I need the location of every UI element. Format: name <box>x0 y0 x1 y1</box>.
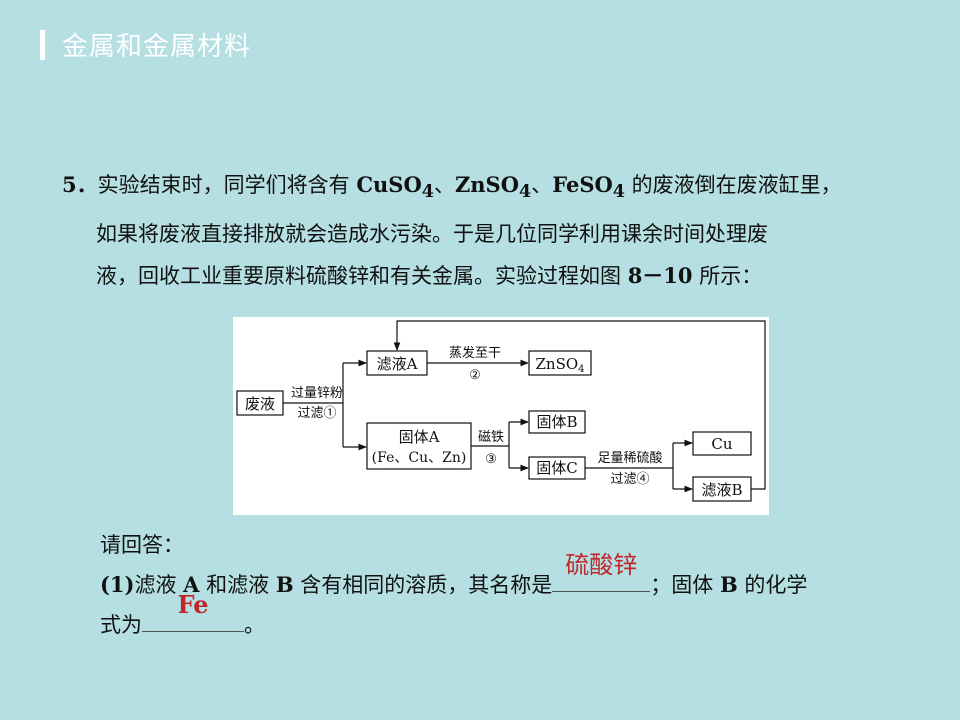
question-5: 5．实验结束时，同学们将含有 CuSO4、ZnSO4、FeSO4 的废液倒在废液… <box>62 164 912 297</box>
znso4-label: ZnSO4 <box>535 355 584 375</box>
step2-top-label: 蒸发至干 <box>449 345 501 361</box>
question-text: 液，回收工业重要原料硫酸锌和有关金属。实验过程如图 <box>96 264 628 289</box>
znso4-box <box>528 350 592 376</box>
question-number: 5． <box>62 172 98 197</box>
cu-box <box>692 431 752 456</box>
separator: 、 <box>531 173 553 197</box>
solid-b-box <box>528 410 586 434</box>
answer-text: 滤液 <box>134 573 184 597</box>
question-text: 实验结束时，同学们将含有 <box>97 173 357 197</box>
step3-top-label: 磁铁 <box>478 430 504 445</box>
formula-cuso4: CuSO4 <box>356 172 434 203</box>
process-flow-diagram: 废液 过量锌粉 过滤① 滤液A 蒸发至干 ② ZnSO4 固体A (Fe、Cu、… <box>233 317 769 515</box>
solid-a-label-line1: 固体A <box>399 428 440 446</box>
separator: 、 <box>433 173 455 197</box>
question-line-2: 如果将废液直接排放就会造成水污染。于是几位同学利用课余时间处理废 <box>96 222 768 247</box>
step1-bottom-label: 过滤① <box>297 406 336 421</box>
part-number: (1) <box>100 572 135 597</box>
waste-label: 废液 <box>245 395 275 413</box>
solid-b-label: 固体B <box>536 413 577 431</box>
answer-section: 请回答： (1)滤液 A 和滤液 B 含有相同的溶质，其名称是硫酸锌 ；固体 B … <box>100 525 920 645</box>
step3-bottom-label: ③ <box>485 452 497 467</box>
recycle-line <box>393 320 766 490</box>
formula-feso4: FeSO4 <box>552 172 625 203</box>
solid-a-label-line2: (Fe、Cu、Zn) <box>372 450 467 466</box>
question-text: 的废液倒在废液缸里， <box>624 173 842 197</box>
filtrate-a-label: 滤液A <box>377 355 418 373</box>
answer-prompt: 请回答： <box>100 533 184 557</box>
formula-znso4: ZnSO4 <box>454 172 532 203</box>
answer-text: 含有相同的溶质，其名称是 <box>293 573 553 597</box>
question-part-1-line-1: (1)滤液 A 和滤液 B 含有相同的溶质，其名称是硫酸锌 ；固体 B 的化学 <box>100 551 920 605</box>
step2-bottom-label: ② <box>469 368 481 383</box>
question-line-1: 5．实验结束时，同学们将含有 CuSO4、ZnSO4、FeSO4 的废液倒在废液… <box>62 164 912 213</box>
answer-text: 的化学 <box>737 573 808 597</box>
figure-reference: 8－10 <box>627 263 693 289</box>
question-part-1-line-2: 式为 Fe 。 <box>100 590 920 645</box>
step4-bottom-label: 过滤④ <box>610 472 649 487</box>
answer-text: ；固体 <box>650 573 720 597</box>
step1-top-label: 过量锌粉 <box>291 386 343 401</box>
question-line-3: 液，回收工业重要原料硫酸锌和有关金属。实验过程如图 8－10 所示： <box>62 255 912 297</box>
filtrate-b-label: 滤液B <box>701 481 742 499</box>
answer-blank-2[interactable]: Fe <box>142 590 244 632</box>
answer-1-text: 硫酸锌 <box>565 551 638 579</box>
answer-text: 和滤液 <box>199 573 276 597</box>
answer-text: A <box>183 572 200 597</box>
cu-label: Cu <box>711 435 732 453</box>
header-accent-bar <box>40 30 45 60</box>
solid-c-label: 固体C <box>536 459 577 477</box>
step4-top-label: 足量稀硫酸 <box>597 451 662 466</box>
answer-blank-1[interactable]: 硫酸锌 <box>552 551 651 592</box>
answer-text: B <box>275 572 294 597</box>
answer-text: 式为 <box>100 613 142 637</box>
answer-2-text: Fe <box>177 590 209 619</box>
question-text: 所示： <box>692 264 763 289</box>
answer-text: 。 <box>244 613 265 637</box>
answer-text: B <box>719 572 738 597</box>
page-title: 金属和金属材料 <box>62 32 252 62</box>
